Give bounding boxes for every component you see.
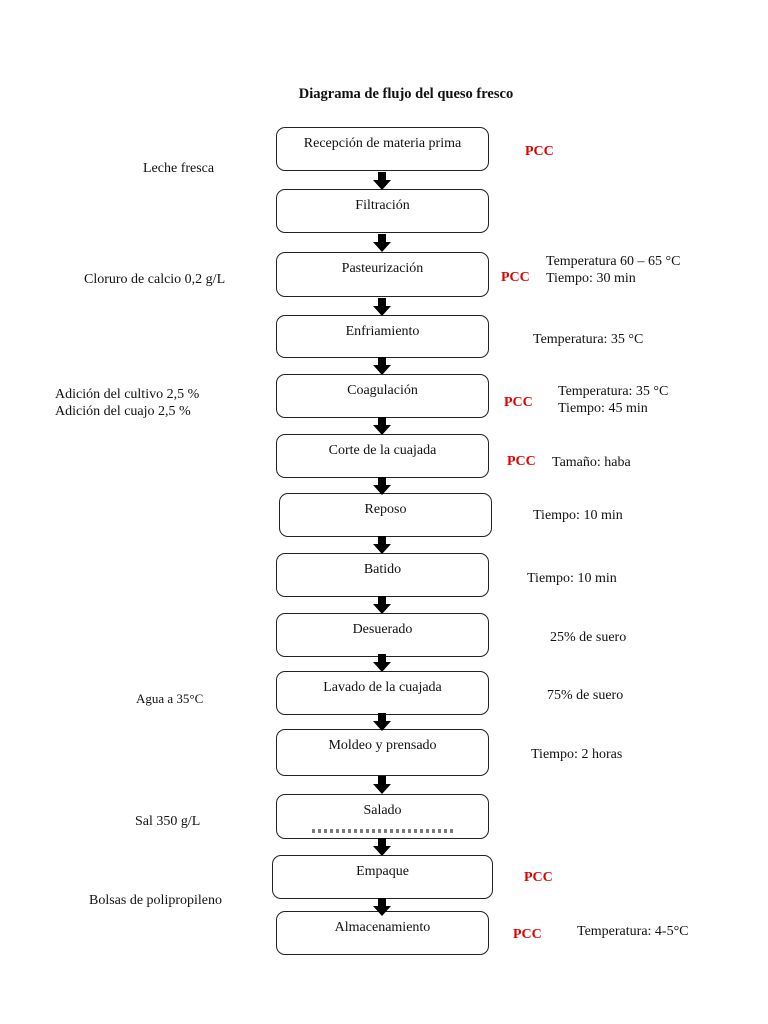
step-recepcion: Recepción de materia prima [276,127,489,171]
arrow-down-icon [373,654,391,672]
param-almacenamiento: Temperatura: 4-5°C [577,924,689,939]
param-coagulacion-temp: Temperatura: 35 °C [558,384,669,399]
arrow-down-icon [373,172,391,190]
arrow-down-icon [373,898,391,916]
param-pasteurizacion-temp: Temperatura 60 – 65 °C [546,254,681,269]
arrow-down-icon [373,596,391,614]
arrow-down-icon [373,417,391,435]
param-lavado: 75% de suero [547,688,624,703]
arrow-down-icon [373,776,391,794]
input-cloruro: Cloruro de calcio 0,2 g/L [84,272,226,287]
input-leche: Leche fresca [143,161,215,176]
step-filtracion: Filtración [276,189,489,233]
step-reposo: Reposo [279,493,492,537]
pcc-label: PCC [525,144,554,159]
pcc-label: PCC [501,270,530,285]
step-pasteurizacion: Pasteurización [276,252,489,297]
pcc-label: PCC [507,454,536,469]
input-cultivo: Adición del cultivo 2,5 % [55,387,200,402]
arrow-down-icon [373,234,391,252]
input-bolsas: Bolsas de polipropileno [89,893,222,908]
param-enfriamiento-temp: Temperatura: 35 °C [533,332,644,347]
smudge-mark [312,829,456,833]
arrow-down-icon [373,357,391,375]
param-desuerado: 25% de suero [550,630,627,645]
arrow-down-icon [373,536,391,554]
param-coagulacion-time: Tiempo: 45 min [558,401,648,416]
param-pasteurizacion-time: Tiempo: 30 min [546,271,636,286]
step-lavado: Lavado de la cuajada [276,671,489,715]
arrow-down-icon [373,838,391,856]
step-almacenamiento: Almacenamiento [276,911,489,955]
arrow-down-icon [373,477,391,495]
param-batido: Tiempo: 10 min [527,571,617,586]
diagram-title: Diagrama de flujo del queso fresco [298,86,514,102]
step-batido: Batido [276,553,489,597]
param-moldeo: Tiempo: 2 horas [531,747,623,762]
param-corte: Tamaño: haba [552,455,631,470]
arrow-down-icon [373,713,391,731]
step-desuerado: Desuerado [276,613,489,657]
pcc-label: PCC [524,870,553,885]
step-coagulacion: Coagulación [276,374,489,418]
step-empaque: Empaque [272,855,493,899]
param-reposo: Tiempo: 10 min [533,508,623,523]
step-corte: Corte de la cuajada [276,434,489,478]
pcc-label: PCC [513,927,542,942]
step-enfriamiento: Enfriamiento [276,315,489,358]
pcc-label: PCC [504,395,533,410]
arrow-down-icon [373,298,391,316]
input-cuajo: Adición del cuajo 2,5 % [55,404,191,419]
input-agua: Agua a 35°C [136,691,204,706]
step-moldeo: Moldeo y prensado [276,729,489,776]
input-sal: Sal 350 g/L [135,814,201,829]
